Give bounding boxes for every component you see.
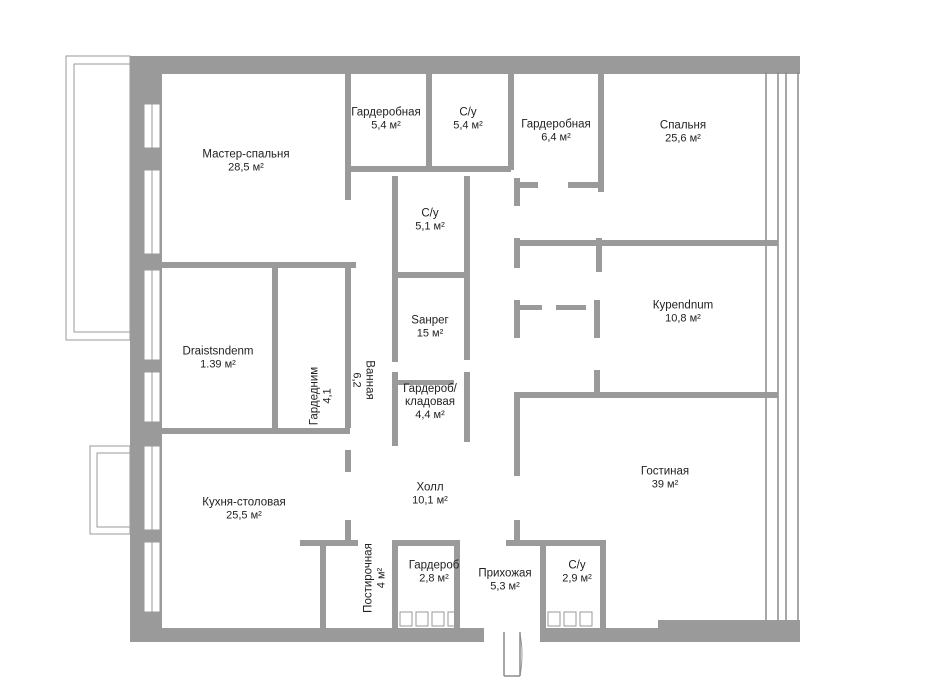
room-area: 28,5 м² — [228, 162, 264, 174]
room-area: 5,4 м² — [371, 120, 401, 132]
room-name: Гостиная — [641, 466, 689, 478]
bottom-cabinets — [399, 611, 593, 627]
room-name: С/у — [421, 208, 439, 220]
room-area: 10,1 м² — [412, 495, 448, 507]
room-name: С/у — [459, 107, 477, 119]
room-area: 4,4 м² — [415, 409, 445, 421]
room-area: 6,2 — [351, 372, 363, 387]
room-name: Гардедним — [309, 367, 321, 425]
room-name: Гардероб/ — [403, 383, 458, 395]
room-area: 39 м² — [652, 479, 679, 491]
room-name: Draistsndenm — [183, 346, 254, 358]
room-label-bathroom-1[interactable]: С/у5,4 м² — [453, 107, 483, 132]
room-name: Кухня-столовая — [202, 497, 285, 509]
room-name: Sанрег — [411, 315, 448, 327]
room-name: Кypendnum — [653, 300, 713, 312]
room-area: 15 м² — [417, 328, 444, 340]
room-label-bathroom-3[interactable]: С/у2,9 м² — [562, 560, 592, 585]
interior-walls — [162, 74, 778, 632]
room-area: 5,1 м² — [415, 221, 445, 233]
room-area: 4,1 — [322, 388, 334, 403]
room-area: 2,8 м² — [419, 573, 449, 585]
room-area: 1.39 м² — [200, 359, 236, 371]
room-name: Спальня — [660, 120, 706, 132]
room-name: Гардеробная — [521, 119, 591, 131]
room-label-bathroom-2[interactable]: С/у5,1 м² — [415, 208, 445, 233]
room-name: Постирочная — [363, 543, 375, 613]
room-name: С/у — [568, 560, 586, 572]
room-area: 4 м² — [376, 567, 388, 588]
windows-left — [143, 103, 161, 613]
room-name: Прихожая — [478, 568, 531, 580]
windows-right — [765, 72, 799, 620]
room-area: 2,9 м² — [562, 573, 592, 585]
room-area: 5,4 м² — [453, 120, 483, 132]
room-area: 10,8 м² — [665, 313, 701, 325]
room-area: 25,6 м² — [665, 133, 701, 145]
room-name: Гардероб — [409, 560, 460, 572]
balcony-left — [65, 55, 131, 341]
room-area: 6,4 м² — [541, 132, 571, 144]
entrance-door-icon[interactable] — [484, 628, 540, 677]
balcony-left-lower — [89, 445, 131, 535]
room-area: 5,3 м² — [490, 581, 520, 593]
room-name: кладовая — [405, 396, 455, 408]
room-name: Гардеробная — [351, 107, 421, 119]
room-area: 25,5 м² — [226, 510, 262, 522]
room-name: Ванная — [364, 360, 376, 399]
room-name: Мастер-спальня — [202, 149, 289, 161]
room-name: Холл — [416, 482, 443, 494]
